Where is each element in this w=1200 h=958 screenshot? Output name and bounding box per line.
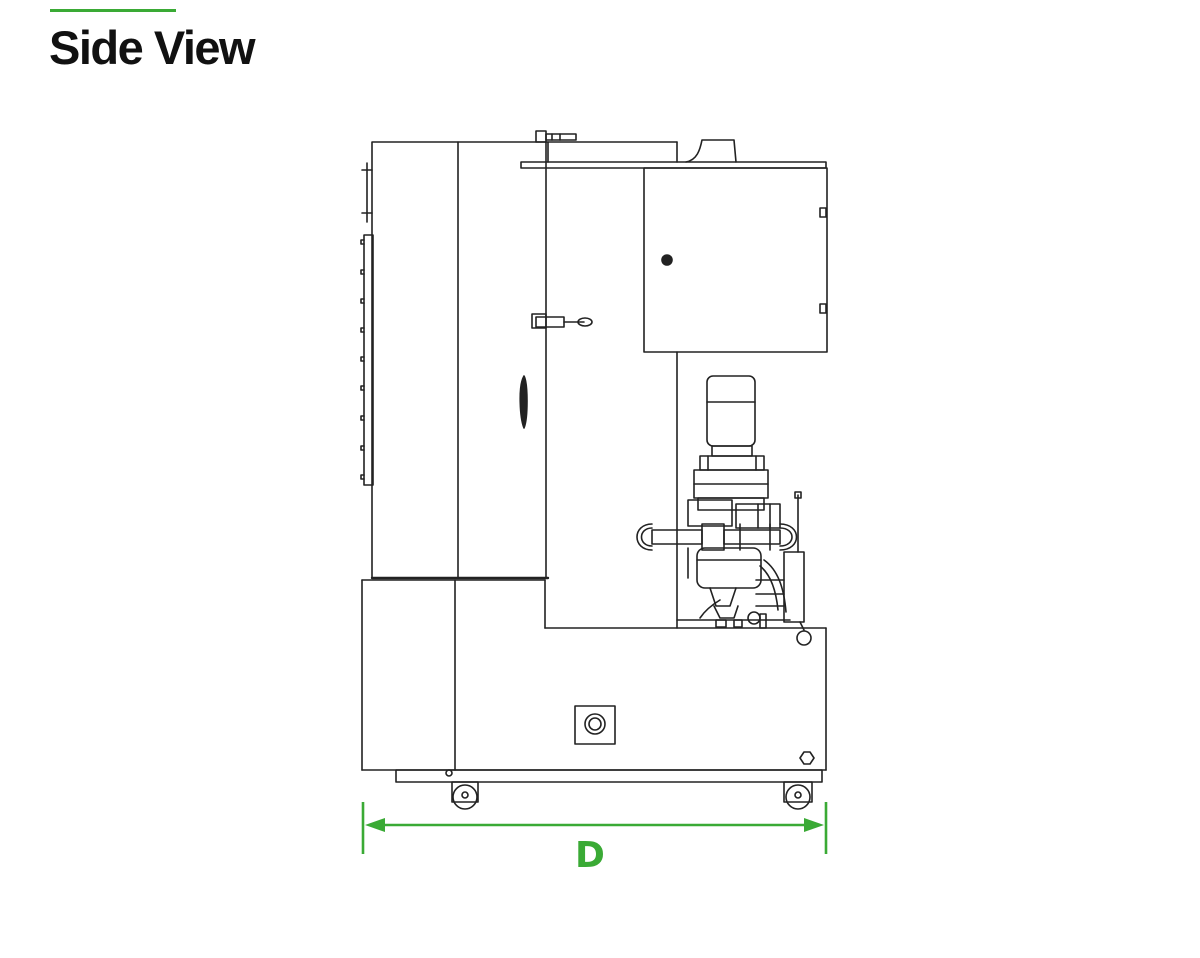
pump-body-icon xyxy=(687,499,787,629)
electrical-control-box xyxy=(643,167,828,353)
right-caster-icon xyxy=(783,781,813,810)
intake-pipe-icon xyxy=(636,523,798,551)
machine-outline xyxy=(360,130,828,810)
filter-column-icon xyxy=(755,491,812,646)
header-accent-rule xyxy=(50,9,176,12)
door-handle-icon xyxy=(519,375,528,429)
page-title: Side View xyxy=(49,21,256,74)
dimension-label: D xyxy=(575,835,605,876)
top-deck xyxy=(520,139,827,169)
dimension-left-arrow xyxy=(365,818,385,832)
dimension-d-indicator xyxy=(361,802,828,854)
left-caster-icon xyxy=(445,769,479,810)
motor-icon xyxy=(693,375,769,511)
lower-base-cabinet xyxy=(361,579,827,783)
upper-cabinet xyxy=(360,141,550,580)
door-latch-icon xyxy=(531,313,593,329)
dimension-right-arrow xyxy=(804,818,824,832)
top-valve-icon xyxy=(535,130,577,163)
